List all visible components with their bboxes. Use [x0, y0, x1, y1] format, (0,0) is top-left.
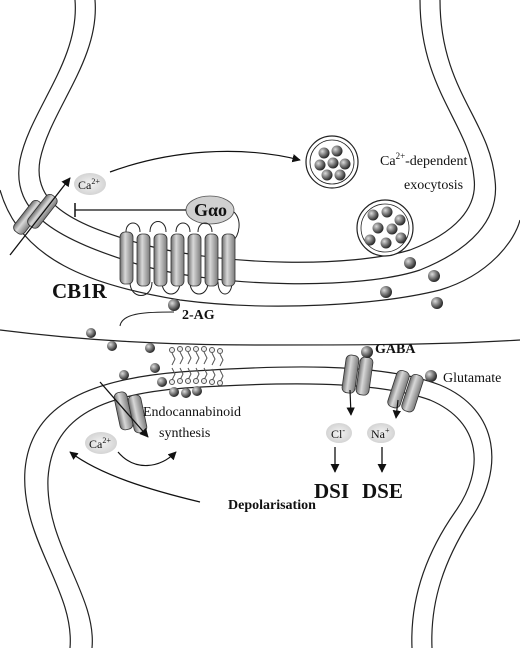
ca-ion-postsynaptic: Ca2+ — [85, 432, 117, 454]
glutamate-receptor — [387, 369, 437, 419]
released-neurotransmitter — [380, 257, 443, 309]
gaba-label: GABA — [375, 342, 416, 357]
svg-text:Na+: Na+ — [371, 426, 390, 441]
postsynaptic-membrane — [0, 329, 520, 648]
synaptic-vesicle — [305, 135, 359, 189]
depolarisation-arrow — [69, 451, 201, 503]
dse-label: DSE — [362, 479, 403, 503]
presynaptic-ca-channel — [9, 177, 71, 256]
ca-ion-presynaptic: Ca2+ — [74, 173, 106, 195]
svg-text:Ca2+: Ca2+ — [89, 436, 111, 451]
dsi-label: DSI — [314, 479, 349, 503]
exocytosis-label-line2: exocytosis — [404, 178, 463, 193]
postsynaptic-ca-channel — [99, 381, 149, 438]
cb1r-label: CB1R — [52, 279, 108, 303]
lipid-membrane — [169, 346, 224, 386]
endocannabinoid-label-line1: Endocannabinoid — [143, 405, 241, 420]
depolarisation-label: Depolarisation — [228, 498, 316, 513]
ca-to-exocytosis-arrow — [109, 150, 301, 173]
glutamate-label: Glutamate — [443, 371, 501, 386]
cb1-receptor — [119, 221, 236, 327]
g-alpha-o-label: Gαo — [194, 200, 227, 220]
na-ion: Na+ — [367, 423, 395, 473]
exocytosis-label-line1: Ca2+-dependent — [380, 151, 467, 169]
two-ag-molecules — [86, 328, 202, 398]
gaba-receptor — [341, 346, 374, 416]
endocannabinoid-label-line2: synthesis — [159, 426, 210, 441]
two-ag-label: 2-AG — [182, 308, 215, 323]
presynaptic-membrane — [0, 0, 520, 307]
ca-to-synthesis-arrow — [117, 451, 177, 467]
cl-ion: Cl- — [326, 423, 352, 473]
svg-text:Ca2+: Ca2+ — [78, 177, 100, 192]
fusing-vesicle — [356, 199, 414, 257]
svg-text:Cl-: Cl- — [331, 426, 345, 441]
g-alpha-o-protein: Gαo — [74, 195, 240, 243]
